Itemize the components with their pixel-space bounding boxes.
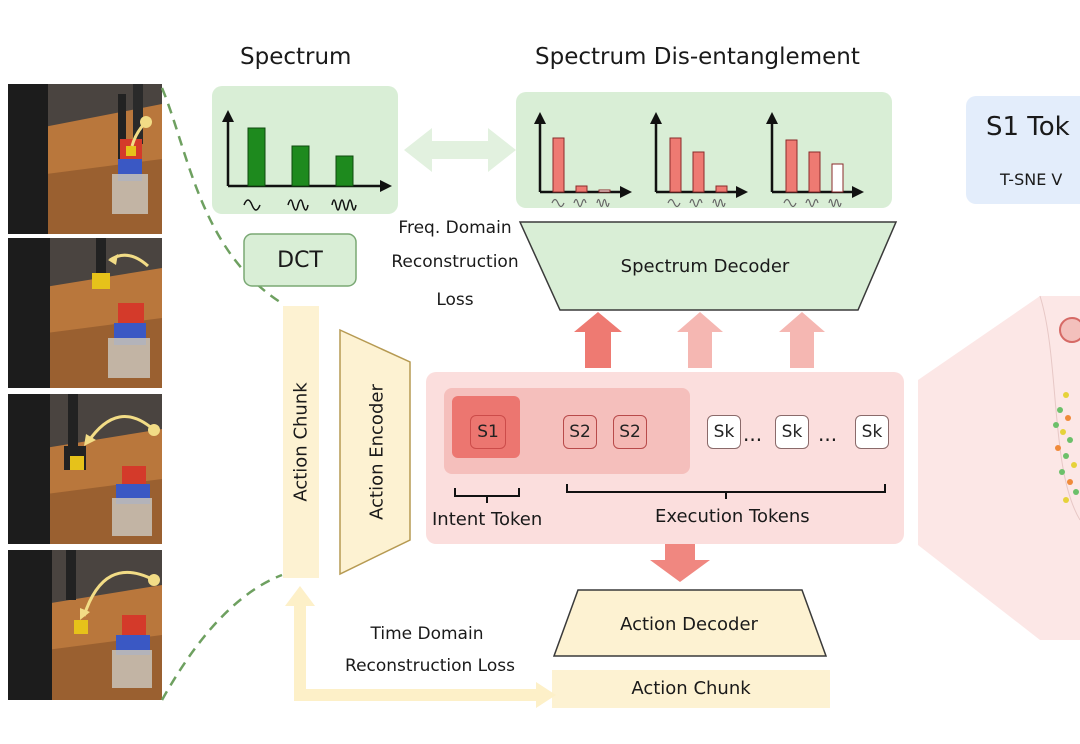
action-encoder-label: Action Encoder xyxy=(366,384,388,520)
robot-frame-4 xyxy=(8,550,162,700)
dashed-connector-bottom xyxy=(160,573,283,701)
disentangle-chart-1 xyxy=(534,112,632,208)
spectrum-decoder-shape xyxy=(518,221,898,311)
freq-loss-line-2: Reconstruction xyxy=(391,252,519,272)
freq-loss-line-1: Freq. Domain xyxy=(398,218,512,238)
s1-panel-subtitle: T-SNE V xyxy=(1000,170,1063,189)
token-ellipsis-b: ... xyxy=(818,422,838,446)
dct-box xyxy=(243,233,357,287)
s1-panel-title: S1 Tok xyxy=(986,112,1070,142)
disentangle-chart-2 xyxy=(650,112,748,208)
token-exec-sk-b: Sk xyxy=(775,415,809,449)
arrow-up-3 xyxy=(779,312,825,368)
action-encoder-shape xyxy=(339,328,411,576)
action-chunk-vertical-bar xyxy=(283,306,319,578)
action-chunk-output-label: Action Chunk xyxy=(631,678,751,699)
action-decoder-label: Action Decoder xyxy=(620,614,758,635)
token-exec-sk-c: Sk xyxy=(855,415,889,449)
disentangle-chart-3 xyxy=(766,112,864,208)
action-chunk-vertical-label: Action Chunk xyxy=(290,382,312,502)
time-loss-line-2: Reconstruction Loss xyxy=(345,656,515,676)
token-exec-s2-a: S2 xyxy=(563,415,597,449)
robot-frame-1 xyxy=(8,84,162,234)
action-decoder-shape xyxy=(552,589,828,657)
double-arrow xyxy=(404,128,516,172)
dct-label: DCT xyxy=(277,247,323,273)
spectrum-decoder-label: Spectrum Decoder xyxy=(620,256,790,277)
token-exec-s2-b: S2 xyxy=(613,415,647,449)
time-loss-arrow xyxy=(294,598,540,701)
disentangle-panel xyxy=(516,92,892,208)
robot-frame-2 xyxy=(8,238,162,388)
disentangle-title: Spectrum Dis-entanglement xyxy=(535,44,860,70)
token-exec-sk-a: Sk xyxy=(707,415,741,449)
arrow-up-2 xyxy=(677,312,723,368)
s1-panel xyxy=(966,96,1080,204)
pink-cone xyxy=(918,296,1080,640)
robot-frame-3 xyxy=(8,394,162,544)
execution-tokens-label: Execution Tokens xyxy=(655,506,810,527)
intent-token-label: Intent Token xyxy=(432,509,543,530)
time-loss-line-1: Time Domain xyxy=(370,624,484,644)
spectrum-title: Spectrum xyxy=(240,44,352,70)
token-intent-s1: S1 xyxy=(470,415,506,449)
arrow-up-1 xyxy=(574,312,622,368)
spectrum-chart xyxy=(222,110,392,211)
tsne-dots xyxy=(1053,317,1080,503)
arrow-down xyxy=(650,544,710,582)
action-chunk-output-bar xyxy=(552,670,830,708)
token-ellipsis-a: ... xyxy=(743,422,763,446)
freq-loss-line-3: Loss xyxy=(436,290,474,310)
